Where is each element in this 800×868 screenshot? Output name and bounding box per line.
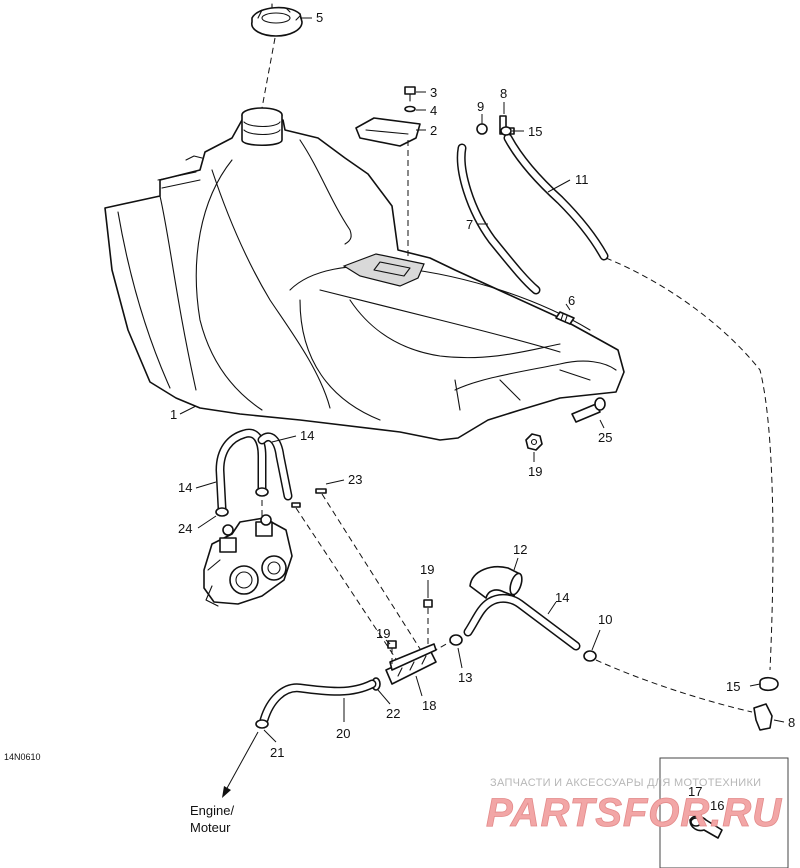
hose-clamp-top bbox=[500, 126, 512, 136]
screw bbox=[404, 86, 416, 102]
callout-19-low: 19 bbox=[376, 626, 390, 641]
callout-1: 1 bbox=[170, 407, 177, 422]
watermark: ЗАПЧАСТИ И АКСЕССУАРЫ ДЛЯ МОТОТЕХНИКИ PA… bbox=[486, 777, 782, 835]
washer bbox=[404, 105, 416, 113]
elbow-fitting-bottom bbox=[753, 703, 773, 731]
engine-arrow bbox=[222, 731, 259, 798]
grommet-lower bbox=[387, 640, 397, 649]
vent-hose bbox=[456, 143, 541, 295]
callout-21: 21 bbox=[270, 745, 284, 760]
fuel-hose-engine bbox=[259, 679, 377, 725]
callout-20: 20 bbox=[336, 726, 350, 741]
engine-label-line1: Engine/ bbox=[190, 803, 234, 818]
vent-hose-long bbox=[503, 133, 609, 261]
callout-5: 5 bbox=[316, 10, 323, 25]
callout-13: 13 bbox=[458, 670, 472, 685]
diagram-code: 14N0610 bbox=[4, 752, 41, 762]
callout-17: 17 bbox=[688, 784, 702, 799]
mounting-bolt bbox=[571, 397, 606, 423]
callout-3: 3 bbox=[430, 85, 437, 100]
callout-24: 24 bbox=[178, 521, 192, 536]
callout-16: 16 bbox=[710, 798, 724, 813]
fuel-cap bbox=[251, 3, 303, 37]
callout-2: 2 bbox=[430, 123, 437, 138]
callout-8-top: 8 bbox=[500, 86, 507, 101]
connector-13 bbox=[449, 634, 463, 646]
check-valve bbox=[555, 311, 575, 325]
hose-clamp-small bbox=[476, 123, 488, 135]
callout-7: 7 bbox=[466, 217, 473, 232]
elbow-hose bbox=[469, 566, 523, 599]
hose-clamp-21 bbox=[255, 719, 269, 729]
fuel-hose-right bbox=[257, 432, 293, 501]
fuel-hose-main bbox=[463, 593, 581, 651]
detail-inset bbox=[659, 757, 789, 868]
engine-label-line2: Moteur bbox=[190, 820, 231, 835]
hose-clamp-bottom bbox=[759, 676, 779, 692]
grommet-upper bbox=[423, 599, 433, 608]
hose-pin bbox=[291, 488, 327, 508]
carburetor-assembly bbox=[203, 514, 293, 607]
callout-15-bottom: 15 bbox=[726, 679, 740, 694]
callout-11: 11 bbox=[575, 172, 589, 187]
hose-clamp-10 bbox=[583, 650, 597, 662]
callout-19-mid: 19 bbox=[420, 562, 434, 577]
callout-19-top: 19 bbox=[528, 464, 542, 479]
callout-25: 25 bbox=[598, 430, 612, 445]
callout-14-right: 14 bbox=[555, 590, 569, 605]
watermark-logo: PARTSFOR.RU bbox=[486, 791, 782, 835]
callout-10: 10 bbox=[598, 612, 612, 627]
callout-15-top: 15 bbox=[528, 124, 542, 139]
fuel-filter bbox=[385, 643, 437, 685]
callouts: 5 3 4 2 8 9 15 11 7 6 1 25 19 14 14 23 2… bbox=[170, 10, 795, 813]
access-plate bbox=[355, 117, 421, 147]
fuel-tank bbox=[104, 107, 625, 441]
fuel-hose-left bbox=[215, 428, 267, 513]
leader-lines bbox=[179, 17, 785, 743]
callout-18: 18 bbox=[422, 698, 436, 713]
callout-9: 9 bbox=[477, 99, 484, 114]
callout-14-top: 14 bbox=[300, 428, 314, 443]
callout-12: 12 bbox=[513, 542, 527, 557]
callout-6: 6 bbox=[568, 293, 575, 308]
callout-4: 4 bbox=[430, 103, 437, 118]
callout-22: 22 bbox=[386, 706, 400, 721]
callout-23: 23 bbox=[348, 472, 362, 487]
hose-clamp-carb bbox=[215, 487, 269, 517]
callout-8-bottom: 8 bbox=[788, 715, 795, 730]
watermark-tagline: ЗАПЧАСТИ И АКСЕССУАРЫ ДЛЯ МОТОТЕХНИКИ bbox=[490, 777, 761, 789]
nut bbox=[525, 433, 543, 451]
callout-14-left: 14 bbox=[178, 480, 192, 495]
